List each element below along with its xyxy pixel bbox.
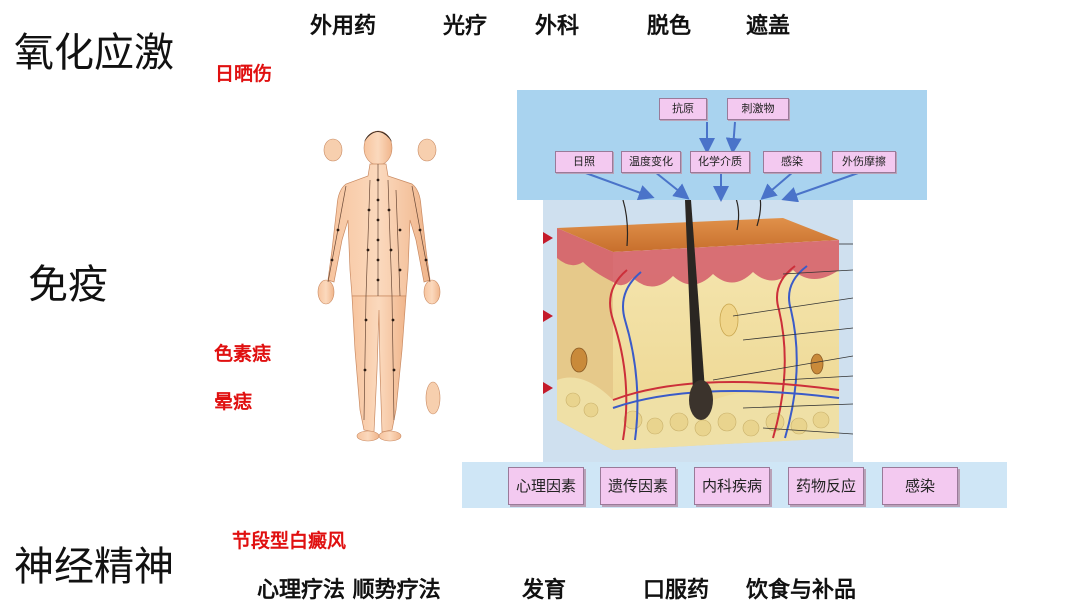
label-camouflage: 遮盖 — [746, 14, 791, 39]
side-marker-arrows — [543, 232, 553, 394]
factor-internal-disease: 内科疾病 — [694, 467, 770, 505]
label-sunburn: 日晒伤 — [215, 63, 273, 85]
label-halo-nevus: 晕痣 — [214, 391, 253, 413]
factor-antigen: 抗原 — [659, 98, 707, 120]
label-psychotherapy: 心理疗法 顺势疗法 — [257, 578, 441, 603]
label-immunity: 免疫 — [28, 262, 108, 308]
body-meridian-illustration — [300, 120, 475, 460]
label-phototherapy: 光疗 — [443, 14, 488, 39]
label-oral-drugs: 口服药 — [643, 578, 710, 603]
label-surgery: 外科 — [535, 14, 580, 39]
label-diet-supplements: 饮食与补品 — [746, 578, 857, 603]
label-pigmented-nevus: 色素痣 — [214, 343, 272, 365]
label-segmental-vitiligo: 节段型白癜风 — [232, 530, 347, 552]
factor-genetic: 遗传因素 — [600, 467, 676, 505]
factor-psychological: 心理因素 — [508, 467, 584, 505]
factor-sunlight: 日照 — [555, 151, 613, 173]
factor-arrows — [582, 121, 862, 202]
factor-infection-top: 感染 — [763, 151, 821, 173]
label-development: 发育 — [522, 578, 567, 603]
skin-cross-section-illustration — [543, 193, 854, 462]
label-depigmentation: 脱色 — [647, 14, 692, 39]
factor-infection-bottom: 感染 — [882, 467, 958, 505]
label-neuro-psych: 神经精神 — [14, 544, 174, 590]
factor-irritant: 刺激物 — [727, 98, 789, 120]
factor-temperature: 温度变化 — [621, 151, 681, 173]
factor-trauma-friction: 外伤摩擦 — [832, 151, 896, 173]
factor-chemical-mediators: 化学介质 — [690, 151, 750, 173]
label-topical-drugs: 外用药 — [310, 14, 377, 39]
factor-drug-reaction: 药物反应 — [788, 467, 864, 505]
label-oxidative-stress: 氧化应激 — [14, 30, 174, 76]
